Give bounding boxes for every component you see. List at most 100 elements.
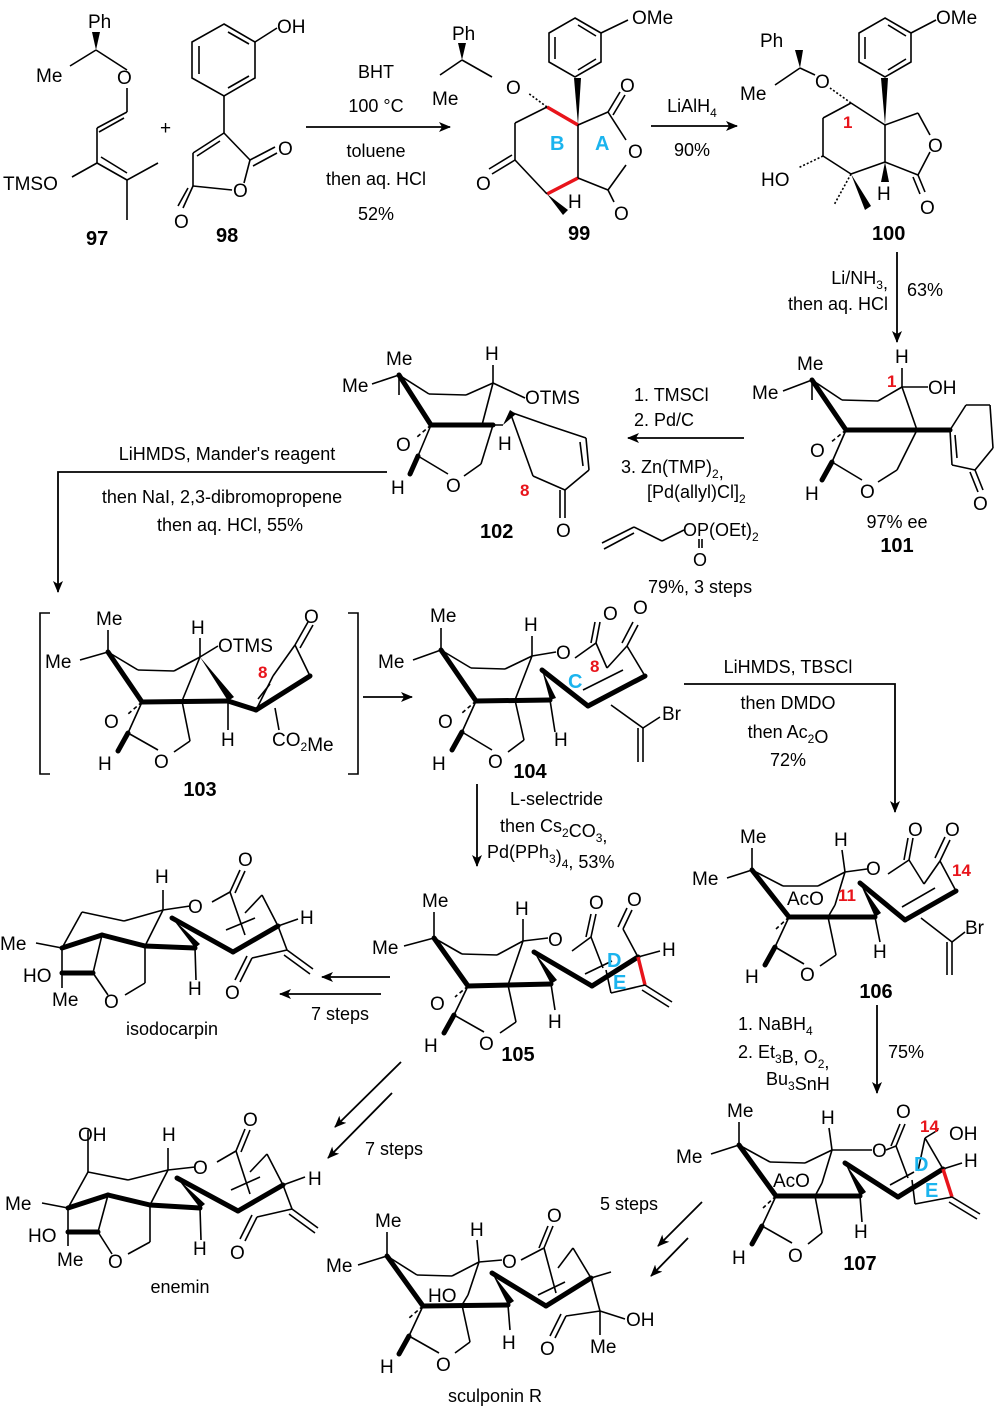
atom-label: O <box>154 752 169 773</box>
reagent-text: 5 steps <box>600 1194 658 1214</box>
reagent-text: BHT <box>358 62 394 82</box>
compound-106: Me Me H O O AcO O O H H Br 11 14 106 <box>692 820 985 1003</box>
atom-label: Me <box>326 1256 352 1277</box>
atom-label: O <box>920 198 935 219</box>
atom-label: Ph <box>88 12 111 33</box>
bracket-left <box>39 612 50 775</box>
atom-label: O <box>872 1141 887 1162</box>
atom-label: O <box>502 1252 517 1273</box>
reagent-text: Pd(PPh3)4, 53% <box>487 842 614 872</box>
reagent-text: LiAlH4 <box>667 96 717 120</box>
wedge-bond <box>795 50 803 68</box>
atom-label: O <box>238 850 253 871</box>
atom-label: OMe <box>936 8 977 29</box>
atom-label: HO <box>428 1286 457 1307</box>
reaction-arrow-step-6: LiHMDS, TBSCl then DMDO then Ac2O 72% <box>684 657 900 813</box>
reaction-arrow-step-10: 1. NaBH4 2. Et3B, O2, Bu3SnH 75% <box>738 1005 924 1094</box>
ring-label: B <box>550 133 564 155</box>
compound-label: isodocarpin <box>126 1019 218 1039</box>
reagent-text: 3. Zn(TMP)2, <box>621 457 724 482</box>
atom-label: H <box>745 967 759 988</box>
atom-label: OH <box>626 1310 655 1331</box>
reaction-arrow-step-2: LiAlH4 90% <box>651 96 738 160</box>
atom-label: H <box>662 940 676 961</box>
atom-label: AcO <box>773 1171 810 1192</box>
atom-label: O <box>589 893 604 914</box>
atom-label: OH <box>949 1124 978 1145</box>
atom-label: H <box>188 979 202 1000</box>
atom-label: O <box>243 1110 258 1131</box>
compound-label: 107 <box>843 1253 876 1275</box>
atom-label: H <box>155 867 169 888</box>
ring-label: E <box>925 1180 938 1202</box>
atom-label: O <box>233 181 248 202</box>
ring-label: A <box>595 133 609 155</box>
atom-label: O <box>866 859 881 880</box>
compound-isodocarpin: Me H O O HO Me O H H O isodocarpin <box>0 850 314 1039</box>
atom-label: O <box>174 212 189 233</box>
atom-label: Me <box>45 652 71 673</box>
compound-97: Ph Me O TMSO 97 <box>3 12 159 250</box>
atom-label: Me <box>36 66 62 87</box>
atom-label: H <box>854 1222 868 1243</box>
atom-label: Me <box>386 349 412 370</box>
ee-text: 97% ee <box>866 512 927 532</box>
reaction-arrow-step-4: 1. TMSCl 2. Pd/C 3. Zn(TMP)2, [Pd(allyl)… <box>601 385 759 597</box>
atom-label: H <box>191 618 205 639</box>
atom-label: H <box>568 192 582 213</box>
atom-label: H <box>424 1036 438 1057</box>
reagent-text: LiHMDS, Mander's reagent <box>119 444 336 464</box>
compound-99: Ph Me O OMe O O O O H B A 99 <box>432 8 673 245</box>
atom-label: HO <box>28 1226 57 1247</box>
atom-label: Me <box>727 1101 753 1122</box>
atom-number: 8 <box>258 663 267 682</box>
reagent-text: 1. NaBH4 <box>738 1014 813 1038</box>
wedge-bond <box>881 162 889 182</box>
atom-label: Me <box>96 609 122 630</box>
atom-label: H <box>162 1125 176 1146</box>
reagent-text: then aq. HCl, 55% <box>157 515 303 535</box>
atom-label: H <box>895 347 909 368</box>
compound-label: enemin <box>150 1277 209 1297</box>
compound-101: Me Me H OH O O H O 1 97% ee 101 <box>752 347 994 557</box>
atom-label: O <box>108 1252 123 1273</box>
compound-label: 104 <box>513 761 547 783</box>
atom-label: Me <box>372 938 398 959</box>
reagent-text: 2. Pd/C <box>634 410 694 430</box>
atom-label: O <box>278 139 293 160</box>
atom-label: O <box>928 136 943 157</box>
reagent-text: L-selectride <box>510 789 603 809</box>
atom-label: OTMS <box>525 388 580 409</box>
atom-label: O <box>810 441 825 462</box>
atom-label: H <box>485 344 499 365</box>
reagent-text: then NaI, 2,3-dibromopropene <box>102 487 342 507</box>
atom-label: AcO <box>787 889 824 910</box>
wedge-bond <box>92 32 100 50</box>
atom-label: O <box>188 897 203 918</box>
atom-label: O <box>614 204 629 225</box>
atom-label: H <box>515 899 529 920</box>
wedge-bond <box>851 174 871 210</box>
atom-label: H <box>821 1108 835 1129</box>
atom-label: O <box>815 72 830 93</box>
atom-label: H <box>524 615 538 636</box>
atom-label: O <box>628 142 643 163</box>
atom-label: H <box>877 184 891 205</box>
atom-label: O <box>547 1206 562 1227</box>
reagent-text: OP(OEt)2 <box>683 520 759 544</box>
compound-label: 106 <box>859 981 892 1003</box>
reagent-text: then aq. HCl <box>788 294 888 314</box>
reaction-arrow-step-3: Li/NH3, then aq. HCl 63% <box>788 252 943 343</box>
atom-label: Me <box>0 934 26 955</box>
reagent-text: Li/NH3, <box>831 268 888 293</box>
reagent-text: then DMDO <box>740 693 835 713</box>
atom-label: O <box>476 174 491 195</box>
atom-label: O <box>225 983 240 1004</box>
atom-label: O <box>117 68 132 89</box>
atom-label: O <box>438 712 453 733</box>
atom-number: 1 <box>887 372 896 391</box>
compound-label: 102 <box>480 521 513 543</box>
atom-label: H <box>548 1012 562 1033</box>
atom-label: O <box>556 521 571 542</box>
